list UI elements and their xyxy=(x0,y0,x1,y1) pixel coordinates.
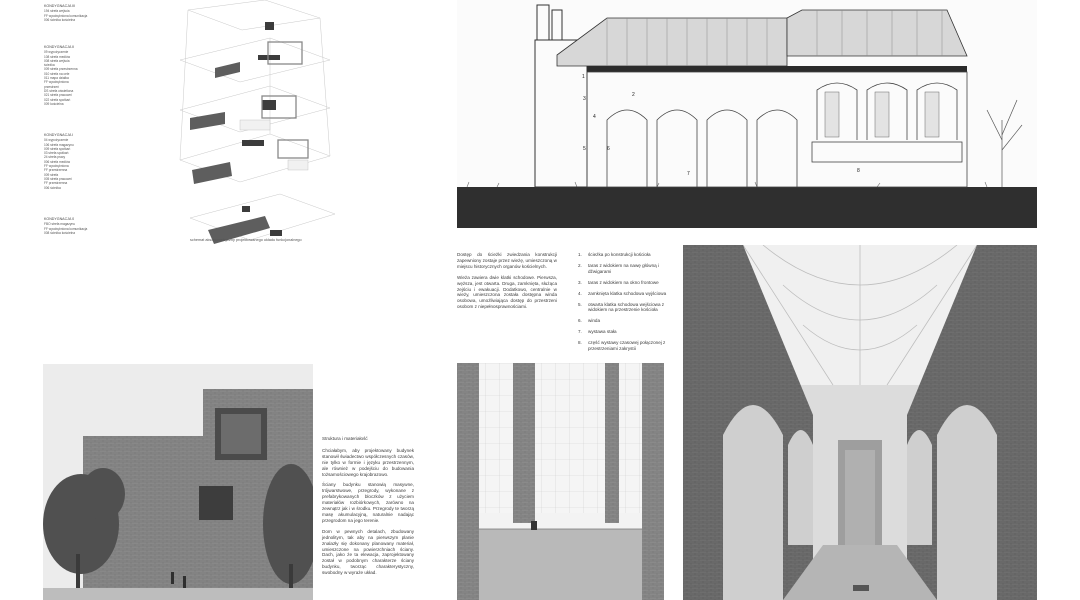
legend-item: 008 ścieżka kościelna xyxy=(44,230,76,235)
access-description: Dostęp do ścieżki zwiedzania konstrukcji… xyxy=(457,252,557,315)
nave-interior-render xyxy=(683,245,1037,600)
section-label: 3 xyxy=(583,96,586,102)
access-paragraph: Wieża zawiera dwie klatki schodowe. Pier… xyxy=(457,274,557,310)
section-label: 4 xyxy=(593,114,596,120)
list-item: 3.taras z widokiem na okno frontowe xyxy=(578,279,659,285)
axonometric-diagram xyxy=(179,0,336,244)
section-label: 5 xyxy=(583,146,586,152)
structure-paragraph: Chciałabym, aby projektowany budynek sta… xyxy=(322,447,414,477)
legend-item: 010 strefa na cele xyxy=(44,71,70,76)
list-item: 7.wystawa stała xyxy=(578,329,617,335)
legend-item: FF wyodrębniona xyxy=(44,164,69,169)
legend-item: 108 strefa mediów xyxy=(44,54,71,59)
legend-item: FF przestrzenna xyxy=(44,168,68,173)
legend-group-2: KONDYGNACJA II 09 wypożyczenie 108 stref… xyxy=(44,45,78,106)
legend-item: 106 strefa magazynu xyxy=(44,142,74,147)
legend-item: 009 strefa przestrzenna xyxy=(44,67,78,72)
legend-group-1: KONDYGNACJA I 04 wypożyczenie 106 strefa… xyxy=(44,133,74,190)
legend-item: 006 ścieżka xyxy=(44,185,61,190)
structure-paragraph: Ściany budynku stanowią masywne, trójwar… xyxy=(322,482,414,523)
legend-title: KONDYGNACJA II xyxy=(44,45,75,49)
section-label: 6 xyxy=(607,146,610,152)
list-item: 6.winda xyxy=(578,318,601,324)
legend-item: 009 strefa xyxy=(44,172,59,177)
church-section-drawing: 1 2 3 4 5 6 7 8 xyxy=(457,0,1037,228)
legend-title: KONDYGNACJA I xyxy=(44,133,74,137)
legend-group-0: KONDYGNACJA 0 FBO strefa magazynu FF wyo… xyxy=(44,217,87,235)
structure-paragraph: Dom w pewnych detalach, zbudowany jednol… xyxy=(322,528,414,576)
list-item: 4.zamknięta klatka schodowa wyjściowa xyxy=(578,290,667,296)
legend-item: FF wyodrębniona komunikacja xyxy=(44,226,88,231)
legend-title: KONDYGNACJA III xyxy=(44,4,76,8)
legend-item: 022 strefa spotkań xyxy=(44,97,71,102)
list-item: 5.otwarta klatka schodowa wejściowa z wi… xyxy=(578,301,665,313)
legend-item: FBO strefa magazynu xyxy=(44,222,76,227)
legend-item: 24 strefa pracy xyxy=(44,155,66,160)
legend-item: FF wyodrębniona xyxy=(44,80,69,85)
legend-item: 006 strefa mediów xyxy=(44,159,71,164)
legend-group-3: KONDYGNACJA III 194 strefa wejścia FF wy… xyxy=(44,4,87,22)
legend-title: KONDYGNACJA 0 xyxy=(44,217,75,221)
legend-item: DS strefa oświetlona xyxy=(44,88,74,93)
legend-item: 04 wypożyczenie xyxy=(44,138,69,143)
legend-item: przestrzeń xyxy=(44,84,59,89)
legend-item: 03 strefa spotkań xyxy=(44,151,69,156)
structure-description: Struktura i materiałość Chciałabym, aby … xyxy=(322,436,414,581)
access-paragraph: Dostęp do ścieżki zwiedzania konstrukcji… xyxy=(457,252,557,269)
legend-item: 008 strefa wejścia xyxy=(44,58,70,63)
legend-item: 194 strefa wejścia xyxy=(44,9,70,14)
structure-heading: Struktura i materiałość xyxy=(322,436,368,441)
list-item: 8.część wystawy czasowej połączonej z pr… xyxy=(578,340,666,352)
legend-item: 021 strefa pracowni xyxy=(44,93,72,98)
legend-item: 006 ścieżka kościelna xyxy=(44,17,76,22)
section-label: 8 xyxy=(857,168,860,174)
axon-caption: schemat aksonometryczny projektowanego u… xyxy=(190,238,302,242)
section-label: 1 xyxy=(582,74,585,80)
list-item: 2.taras z widokiem na nawę główną i dźwi… xyxy=(578,262,659,274)
legend-item: FF przestrzenna xyxy=(44,181,68,186)
legend-item: 009 strefa spotkań xyxy=(44,146,71,151)
section-label: 7 xyxy=(687,171,690,177)
legend-item: 009 kościelna xyxy=(44,101,64,106)
legend-item: FF wyodrębniona komunikacja xyxy=(44,13,88,18)
legend-item: 005 strefa pracowni xyxy=(44,176,72,181)
legend-item: 011 mapa działka xyxy=(44,76,69,81)
exterior-render xyxy=(43,364,313,600)
legend-item: 09 wypożyczenie xyxy=(44,50,69,55)
section-label: 2 xyxy=(632,92,635,98)
legend-item: ścieżka xyxy=(44,63,55,68)
list-item: 1.ścieżka po konstrukcji kościoła xyxy=(578,252,651,257)
numbered-legend: 1.ścieżka po konstrukcji kościoła 2.tara… xyxy=(578,252,668,357)
tower-interior-render xyxy=(457,363,664,600)
